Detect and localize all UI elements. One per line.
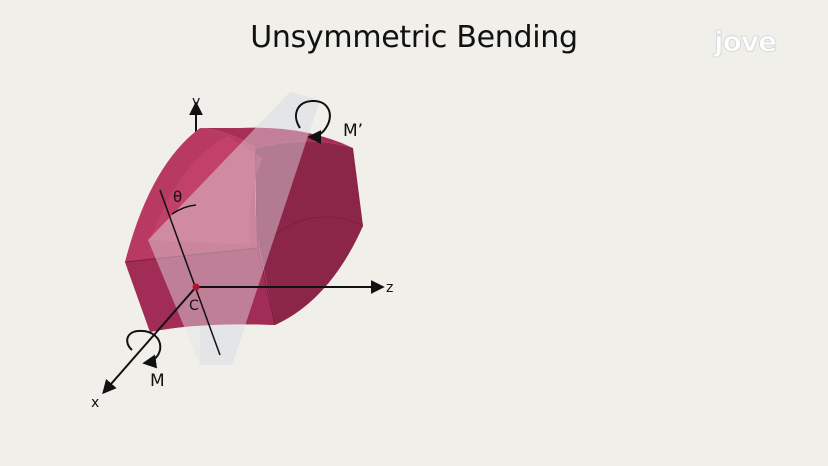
centroid-label: C: [189, 298, 199, 314]
moment-m-icon: [126, 329, 162, 369]
moment-m-prime-label: M’: [343, 121, 363, 141]
theta-arc: [171, 204, 197, 215]
beam-edges: [124, 147, 364, 326]
moment-m-prime-icon: [295, 99, 331, 144]
x-axis-label: x: [91, 395, 99, 411]
jove-logo: jove: [713, 25, 777, 59]
centroid-point: [192, 283, 200, 291]
moment-m-label: M: [150, 371, 165, 391]
y-axis-label: y: [192, 94, 200, 110]
theta-label: θ: [173, 188, 182, 206]
beam-bottom-face: [125, 248, 275, 332]
theta-reference-line: [159, 189, 221, 356]
z-axis-label: z: [386, 280, 393, 296]
beam-side-face: [255, 141, 363, 325]
slide-title: Unsymmetric Bending: [250, 20, 578, 55]
neutral-plane-front: [148, 92, 320, 365]
beam-top-face: [200, 127, 353, 148]
beam-highlight-band: [150, 136, 262, 245]
x-axis: [102, 286, 197, 395]
